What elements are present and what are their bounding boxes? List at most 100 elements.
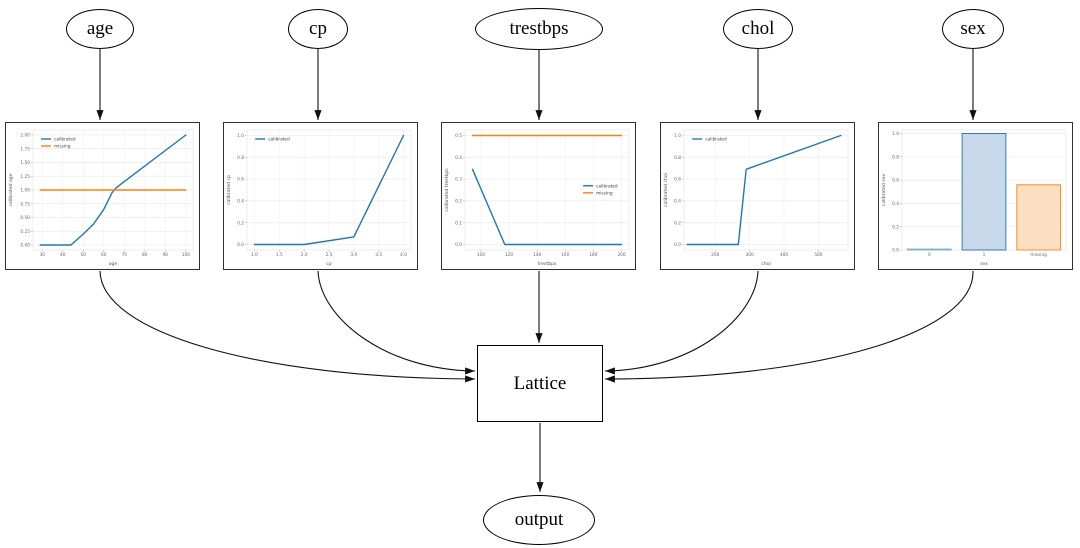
- svg-text:0.4: 0.4: [455, 155, 462, 161]
- svg-text:missing: missing: [1030, 252, 1047, 258]
- svg-text:1.0: 1.0: [674, 133, 681, 139]
- node-trestbps: trestbps: [475, 8, 603, 50]
- svg-text:0.4: 0.4: [674, 199, 681, 205]
- svg-text:0.2: 0.2: [455, 199, 462, 205]
- svg-text:0.1: 0.1: [455, 220, 462, 226]
- node-chol: chol: [723, 9, 793, 49]
- svg-text:0.8: 0.8: [674, 155, 681, 161]
- svg-text:1.00: 1.00: [20, 188, 30, 194]
- node-age: age: [66, 9, 134, 49]
- svg-text:chol: chol: [761, 261, 771, 267]
- svg-text:200: 200: [711, 252, 719, 258]
- svg-text:0: 0: [928, 252, 931, 258]
- svg-text:calibrated: calibrated: [596, 183, 618, 189]
- svg-text:calibrated: calibrated: [54, 137, 76, 143]
- svg-text:calibrated chol: calibrated chol: [663, 173, 669, 207]
- svg-text:0.0: 0.0: [455, 242, 462, 248]
- svg-text:4.0: 4.0: [400, 252, 407, 258]
- svg-text:0.2: 0.2: [674, 220, 681, 226]
- svg-text:2.5: 2.5: [326, 252, 333, 258]
- svg-text:1.75: 1.75: [20, 146, 30, 152]
- svg-text:0.2: 0.2: [237, 220, 244, 226]
- svg-text:1: 1: [983, 252, 986, 258]
- node-output: output: [483, 495, 595, 545]
- svg-text:0.4: 0.4: [237, 199, 244, 205]
- node-sex-label: sex: [960, 18, 986, 39]
- svg-text:0.0: 0.0: [674, 242, 681, 248]
- svg-text:0.6: 0.6: [674, 177, 681, 183]
- svg-text:0.00: 0.00: [20, 243, 30, 249]
- node-lattice: Lattice: [477, 345, 603, 422]
- node-lattice-label: Lattice: [513, 372, 567, 394]
- svg-text:1.5: 1.5: [276, 252, 283, 258]
- node-age-label: age: [86, 18, 114, 39]
- svg-text:100: 100: [477, 252, 485, 258]
- svg-text:3.0: 3.0: [350, 252, 357, 258]
- node-trestbps-label: trestbps: [509, 18, 569, 39]
- svg-text:cp: cp: [326, 262, 332, 267]
- svg-text:1.25: 1.25: [20, 174, 30, 180]
- node-cp: cp: [288, 9, 348, 49]
- svg-text:0.4: 0.4: [892, 201, 899, 207]
- svg-text:300: 300: [746, 252, 754, 258]
- svg-text:60: 60: [101, 252, 107, 258]
- calibrator-plot-chol: 0.0 0.2 0.4 0.6 0.8 1.0 200 300 400 500 chol calibr…: [660, 122, 855, 270]
- svg-text:2.00: 2.00: [20, 133, 30, 139]
- svg-text:missing: missing: [54, 144, 71, 150]
- svg-text:50: 50: [81, 252, 87, 258]
- node-output-label: output: [514, 509, 564, 530]
- svg-text:1.50: 1.50: [20, 160, 30, 166]
- svg-text:90: 90: [163, 252, 169, 258]
- svg-text:calibrated: calibrated: [705, 137, 727, 143]
- svg-text:0.3: 0.3: [455, 177, 462, 183]
- svg-text:80: 80: [142, 252, 148, 258]
- svg-text:calibrated: calibrated: [268, 137, 290, 143]
- svg-text:200: 200: [617, 252, 625, 258]
- svg-text:0.75: 0.75: [20, 201, 30, 207]
- svg-text:0.2: 0.2: [892, 224, 899, 230]
- svg-text:120: 120: [505, 252, 513, 258]
- svg-text:trestbps: trestbps: [538, 261, 557, 267]
- svg-text:1.0: 1.0: [237, 133, 244, 139]
- svg-text:160: 160: [561, 252, 569, 258]
- node-cp-label: cp: [309, 18, 327, 39]
- edge-calibrator-sex-to-lattice: [604, 270, 974, 383]
- node-sex: sex: [942, 9, 1004, 49]
- svg-text:0.5: 0.5: [455, 133, 462, 139]
- svg-text:sex: sex: [980, 262, 988, 267]
- svg-text:calibrated age: calibrated age: [8, 173, 14, 206]
- svg-text:1.0: 1.0: [892, 131, 899, 137]
- svg-text:1.0: 1.0: [251, 252, 258, 258]
- svg-text:70: 70: [122, 252, 128, 258]
- svg-text:calibrated cp: calibrated cp: [226, 175, 232, 205]
- svg-text:0.50: 0.50: [20, 215, 30, 221]
- svg-text:3.5: 3.5: [375, 252, 382, 258]
- svg-text:500: 500: [814, 252, 822, 258]
- edge-calibrator-age-to-lattice: [99, 270, 476, 383]
- node-chol-label: chol: [741, 18, 775, 39]
- svg-text:0.8: 0.8: [237, 155, 244, 161]
- svg-text:calibrated trestbps: calibrated trestbps: [444, 168, 450, 212]
- svg-text:40: 40: [60, 252, 66, 258]
- svg-text:missing: missing: [596, 190, 613, 196]
- svg-text:30: 30: [39, 252, 45, 258]
- edge-calibrator-cp-to-lattice: [317, 270, 476, 375]
- svg-text:400: 400: [780, 252, 788, 258]
- svg-text:2.0: 2.0: [301, 252, 308, 258]
- svg-text:calibrated sex: calibrated sex: [881, 174, 887, 207]
- svg-text:0.0: 0.0: [892, 248, 899, 254]
- svg-text:180: 180: [589, 252, 597, 258]
- edge-calibrator-chol-to-lattice: [604, 270, 759, 375]
- svg-text:0.8: 0.8: [892, 154, 899, 160]
- svg-text:0.0: 0.0: [237, 242, 244, 248]
